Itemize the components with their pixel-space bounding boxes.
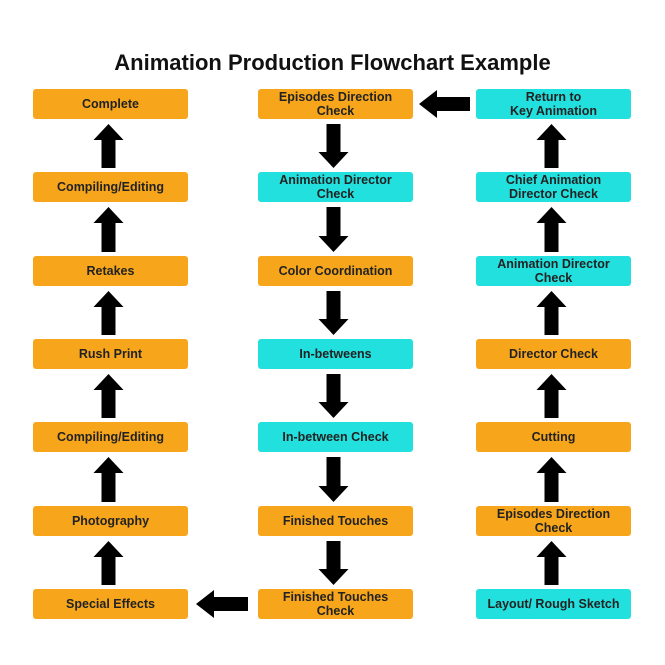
step-compiling-editing-final: Compiling/Editing: [33, 172, 188, 202]
step-director-check: Director Check: [476, 339, 631, 369]
arrow-left-bottom: [196, 590, 248, 618]
step-rush-print: Rush Print: [33, 339, 188, 369]
arrow-down-middle-0: [318, 124, 349, 168]
arrow-up-left-1: [93, 207, 124, 252]
arrow-down-middle-1: [318, 207, 349, 252]
step-compiling-editing: Compiling/Editing: [33, 422, 188, 452]
step-finished-touches-check: Finished Touches Check: [258, 589, 413, 619]
step-layout-rough-sketch: Layout/ Rough Sketch: [476, 589, 631, 619]
step-finished-touches: Finished Touches: [258, 506, 413, 536]
step-photography: Photography: [33, 506, 188, 536]
step-special-effects: Special Effects: [33, 589, 188, 619]
step-animation-director-check-middle: Animation Director Check: [258, 172, 413, 202]
arrow-up-right-1: [536, 207, 567, 252]
diagram-title: Animation Production Flowchart Example: [114, 50, 551, 75]
arrow-up-left-3: [93, 374, 124, 418]
step-in-between-check: In-between Check: [258, 422, 413, 452]
step-chief-animation-director-check: Chief Animation Director Check: [476, 172, 631, 202]
step-episodes-direction-check-middle: Episodes Direction Check: [258, 89, 413, 119]
arrow-up-left-0: [93, 124, 124, 168]
step-episodes-direction-check-right: Episodes Direction Check: [476, 506, 631, 536]
arrow-up-right-2: [536, 291, 567, 335]
step-complete: Complete: [33, 89, 188, 119]
arrow-down-middle-5: [318, 541, 349, 585]
arrow-up-right-5: [536, 541, 567, 585]
arrow-up-left-5: [93, 541, 124, 585]
arrow-up-right-4: [536, 457, 567, 502]
arrow-down-middle-4: [318, 457, 349, 502]
step-retakes: Retakes: [33, 256, 188, 286]
step-in-betweens: In-betweens: [258, 339, 413, 369]
arrow-up-right-0: [536, 124, 567, 168]
arrow-up-right-3: [536, 374, 567, 418]
step-return-to-key-animation: Return to Key Animation: [476, 89, 631, 119]
arrow-down-middle-2: [318, 291, 349, 335]
step-animation-director-check-right: Animation Director Check: [476, 256, 631, 286]
arrow-up-left-2: [93, 291, 124, 335]
arrow-up-left-4: [93, 457, 124, 502]
step-color-coordination: Color Coordination: [258, 256, 413, 286]
arrow-down-middle-3: [318, 374, 349, 418]
step-cutting: Cutting: [476, 422, 631, 452]
arrow-left-top: [419, 90, 470, 118]
